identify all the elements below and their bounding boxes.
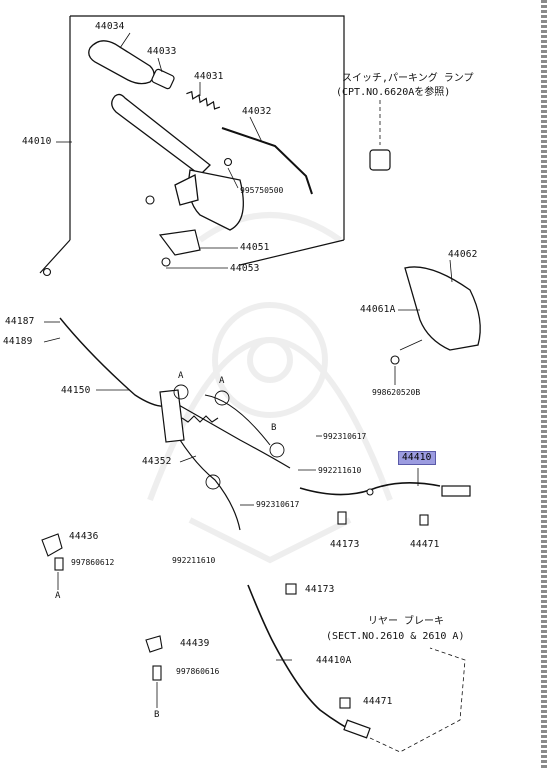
label-44410A: 44410A	[316, 655, 352, 666]
label-44033: 44033	[147, 46, 177, 57]
ref-a-1: A	[178, 371, 184, 381]
label-992310617-b: 992310617	[256, 500, 300, 509]
page-edge	[541, 0, 547, 768]
label-998620520B: 998620520B	[372, 388, 421, 397]
ref-a-2: A	[219, 376, 225, 386]
lever-assembly-box	[39, 15, 345, 274]
note-rear-brake-title: リヤー ブレーキ	[368, 616, 445, 627]
label-997860616: 997860616	[176, 667, 220, 676]
handle-grip-44034	[88, 40, 155, 85]
label-44471-a: 44471	[410, 539, 440, 550]
label-44471-b: 44471	[363, 696, 393, 707]
ref-circles	[173, 384, 285, 490]
label-997860612: 997860612	[71, 558, 115, 567]
note-lamp-switch-title: スイッチ,パーキング ランプ	[342, 73, 474, 84]
label-44187: 44187	[5, 316, 35, 327]
label-44436: 44436	[69, 531, 99, 542]
label-44053: 44053	[230, 263, 260, 274]
rear-cable-44410A	[247, 584, 371, 739]
label-44189: 44189	[3, 336, 33, 347]
label-44062: 44062	[448, 249, 478, 260]
label-44173-a: 44173	[330, 539, 360, 550]
cover-44061A	[404, 266, 481, 351]
label-44150: 44150	[61, 385, 91, 396]
label-44439: 44439	[180, 638, 210, 649]
label-44051: 44051	[240, 242, 270, 253]
equalizer-44352	[159, 389, 185, 443]
label-992211610-b: 992211610	[172, 556, 216, 565]
note-rear-brake-ref: (SECT.NO.2610 & 2610 A)	[326, 631, 465, 642]
label-992310617-a: 992310617	[323, 432, 367, 441]
spring-44031	[186, 90, 221, 110]
front-cable-44150	[59, 317, 291, 531]
ref-b-1: B	[271, 423, 277, 433]
label-44061A: 44061A	[360, 304, 396, 315]
label-992211610-a: 992211610	[318, 466, 362, 475]
note-lamp-switch-ref: (CPT.NO.6620Aを参照)	[336, 87, 451, 98]
label-44173-b: 44173	[305, 584, 335, 595]
ref-a-3: A	[55, 591, 61, 601]
lever-body-44010	[111, 93, 244, 231]
label-44031: 44031	[194, 71, 224, 82]
bracket-44051	[158, 229, 201, 256]
watermark-emblem	[147, 212, 393, 564]
label-44352: 44352	[142, 456, 172, 467]
label-44034: 44034	[95, 21, 125, 32]
lever-bolts	[42, 157, 233, 277]
label-44010: 44010	[22, 136, 52, 147]
rear-cable-44410	[299, 482, 471, 497]
rod-44032	[221, 127, 313, 195]
label-44032: 44032	[242, 106, 272, 117]
clips	[41, 511, 429, 709]
knob-44033	[151, 68, 175, 90]
label-44410-highlighted[interactable]: 44410	[398, 451, 436, 465]
parking-lamp-switch	[369, 100, 391, 171]
rear-brake-reference-line	[369, 647, 466, 753]
label-995750500: 995750500	[240, 186, 284, 195]
ref-b-2: B	[154, 710, 160, 720]
